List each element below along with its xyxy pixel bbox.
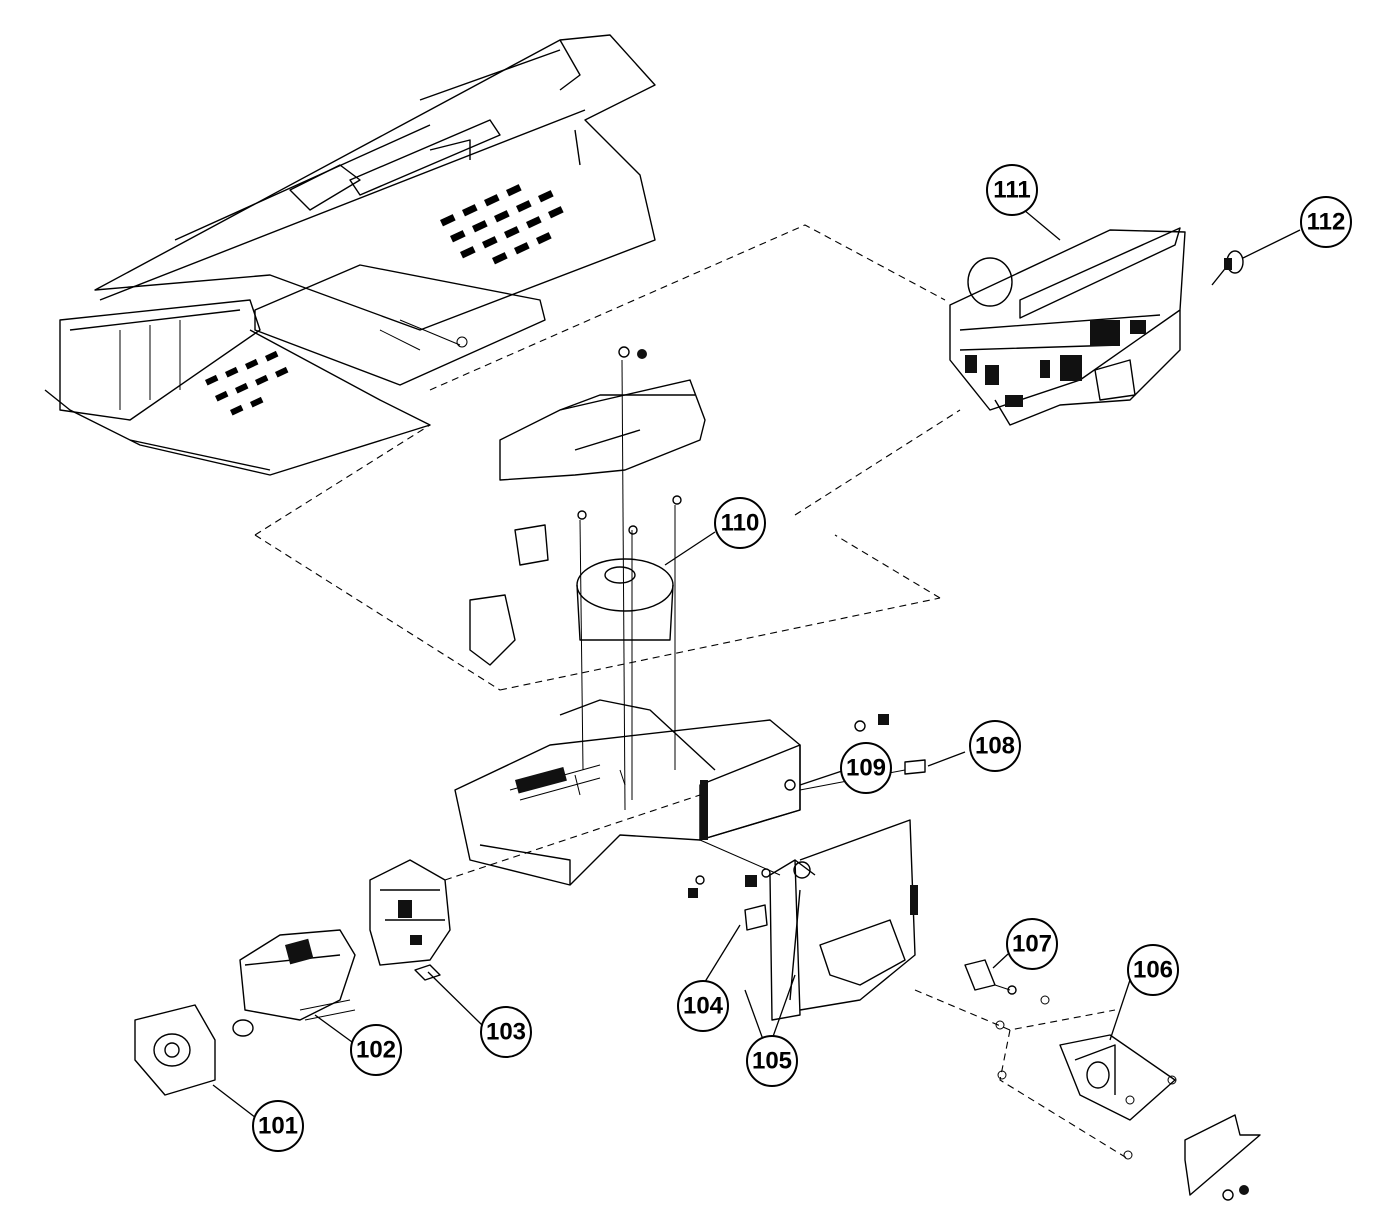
callout-110: 110 xyxy=(714,497,766,549)
board-alignment-dashed xyxy=(429,224,946,391)
callout-112: 112 xyxy=(1300,196,1352,248)
part-109-base-bracket xyxy=(454,699,801,886)
part-102-transformer xyxy=(232,929,356,1037)
callout-104: 104 xyxy=(677,980,729,1032)
part-105-power-board xyxy=(769,819,918,1021)
part-107-clamp xyxy=(964,959,1017,995)
callout-102: 102 xyxy=(350,1024,402,1076)
callout-109: 109 xyxy=(840,742,892,794)
callout-label: 102 xyxy=(356,1037,396,1064)
base-vent-slots xyxy=(204,350,289,416)
callout-label: 112 xyxy=(1307,209,1346,236)
part-106-shield-plate xyxy=(914,989,1261,1201)
assembly-boundary-dashed xyxy=(254,424,941,691)
part-101-fan xyxy=(134,1004,216,1096)
callout-label: 107 xyxy=(1012,931,1052,958)
callout-106: 106 xyxy=(1127,944,1179,996)
part-112-knob xyxy=(1211,250,1244,286)
part-104-bracket xyxy=(688,839,781,931)
unit-alignment-dashed xyxy=(794,409,961,516)
callout-105: 105 xyxy=(746,1035,798,1087)
top-vent-slots xyxy=(439,184,564,265)
part-110-fan-motor xyxy=(469,346,706,811)
callout-111: 111 xyxy=(986,164,1038,216)
callout-label: 104 xyxy=(683,993,724,1020)
callout-108: 108 xyxy=(969,720,1021,772)
callout-label: 106 xyxy=(1133,957,1173,984)
callout-103: 103 xyxy=(480,1006,532,1058)
callout-label: 109 xyxy=(846,755,886,782)
callout-label: 111 xyxy=(993,177,1030,204)
callout-107: 107 xyxy=(1006,918,1058,970)
callout-label: 101 xyxy=(258,1113,298,1140)
callout-label: 105 xyxy=(752,1048,792,1075)
part-111-mechanism-block xyxy=(949,227,1186,426)
callout-label: 108 xyxy=(975,733,1015,760)
part-103-connector-bracket xyxy=(369,859,451,981)
callout-label: 110 xyxy=(721,510,760,537)
callout-101: 101 xyxy=(252,1100,304,1152)
top-chassis-assembly xyxy=(44,34,656,476)
callout-leaders xyxy=(212,199,1301,1119)
callout-label: 103 xyxy=(486,1019,526,1046)
connector-alignment-dashed xyxy=(444,794,701,881)
